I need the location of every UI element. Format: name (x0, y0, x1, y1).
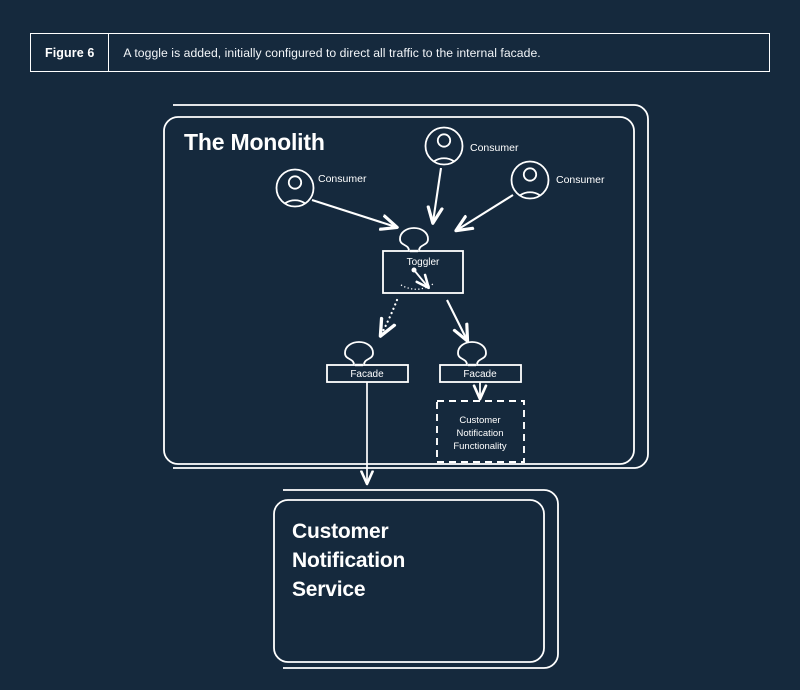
facade-left-component[interactable]: Facade (326, 341, 409, 383)
figure-caption-bar: Figure 6 A toggle is added, initially co… (30, 33, 770, 72)
consumer-right: Consumer (457, 160, 605, 231)
service-line-3: Service (292, 578, 365, 601)
service-front-panel (273, 499, 545, 663)
service-back-panel (283, 489, 559, 669)
toggler-dial-icon (400, 267, 434, 290)
functionality-line-2: Notification (457, 428, 504, 439)
arrow-consumer-left-to-toggler (311, 199, 396, 227)
figure-caption-text: A toggle is added, initially configured … (123, 45, 541, 60)
functionality-dashed-border (436, 400, 525, 463)
service-line-2: Notification (292, 549, 405, 572)
toggler-component[interactable]: Toggler (382, 227, 464, 294)
facade-right-component[interactable]: Facade (439, 341, 522, 383)
service-line-1: Customer (292, 520, 388, 543)
arrow-consumer-top-to-toggler (433, 167, 441, 222)
facade-left-knob (344, 341, 374, 366)
consumer-top-label: Consumer (470, 142, 519, 154)
customer-notification-functionality-box: Customer Notification Functionality (436, 400, 525, 463)
arrow-toggler-to-facade-left-dotted (381, 298, 399, 335)
consumer-left: Consumer (275, 168, 397, 228)
arrow-consumer-right-to-toggler (457, 194, 514, 230)
toggler-label: Toggler (407, 257, 440, 268)
functionality-line-1: Customer (459, 415, 500, 426)
monolith-title: The Monolith (184, 129, 325, 155)
facade-left-label: Facade (350, 369, 384, 380)
facade-right-label: Facade (463, 369, 497, 380)
consumer-right-label: Consumer (556, 174, 605, 186)
toggler-knob (399, 227, 429, 252)
monolith-back-panel (173, 104, 649, 469)
facade-right-knob (457, 341, 487, 366)
functionality-line-3: Functionality (453, 441, 507, 452)
customer-notification-service-container: Customer Notification Service (273, 489, 559, 669)
figure-number-label: Figure 6 (31, 34, 110, 71)
arrow-toggler-to-facade-right (446, 299, 467, 340)
consumer-left-label: Consumer (318, 173, 367, 185)
